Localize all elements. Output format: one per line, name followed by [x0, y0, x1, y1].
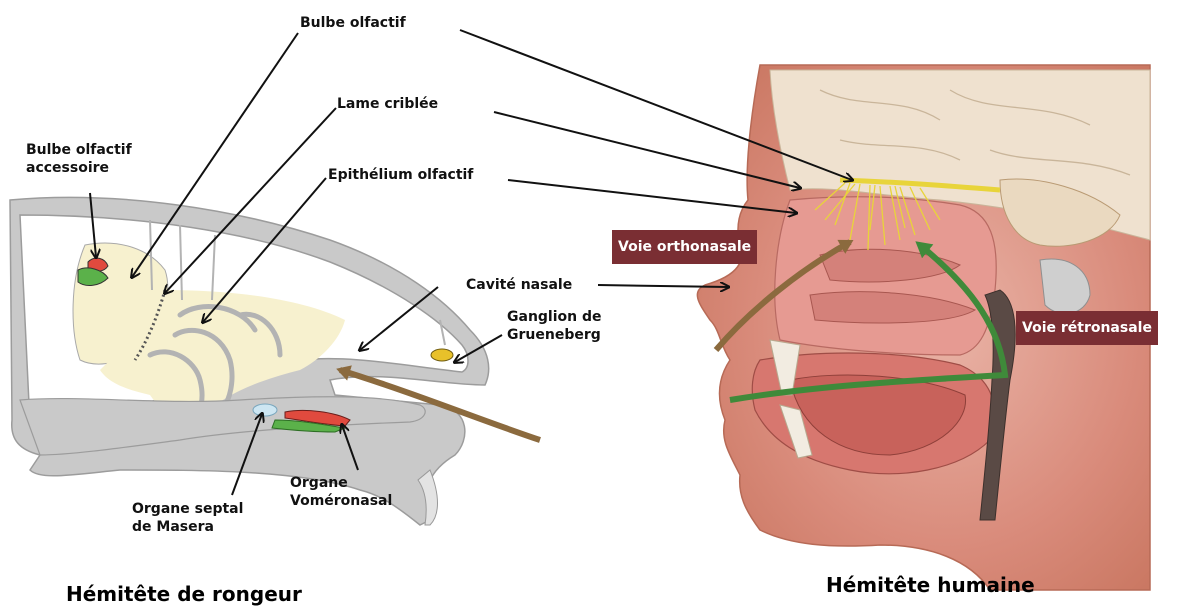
label-lame-criblee: Lame criblée — [337, 95, 438, 113]
label-ganglion-grueneberg: Ganglion de Grueneberg — [507, 308, 602, 344]
label-voie-orthonasale: Voie orthonasale — [612, 230, 757, 264]
label-bulbe-olfactif: Bulbe olfactif — [300, 14, 406, 32]
septal-organ — [253, 404, 277, 416]
label-epithelium-olfactif: Epithélium olfactif — [328, 166, 473, 184]
rodent-hemihead — [10, 197, 540, 525]
label-voie-retronasale: Voie rétronasale — [1016, 311, 1158, 345]
label-cavite-nasale: Cavité nasale — [466, 276, 572, 294]
caption-human: Hémitête humaine — [826, 573, 1035, 597]
grueneberg-ganglion — [431, 349, 453, 361]
label-organe-vomeronasal: Organe Voméronasal — [290, 474, 392, 510]
label-organe-septal: Organe septal de Masera — [132, 500, 243, 536]
label-bulbe-accessoire: Bulbe olfactif accessoire — [26, 141, 132, 177]
caption-rodent: Hémitête de rongeur — [66, 582, 302, 606]
